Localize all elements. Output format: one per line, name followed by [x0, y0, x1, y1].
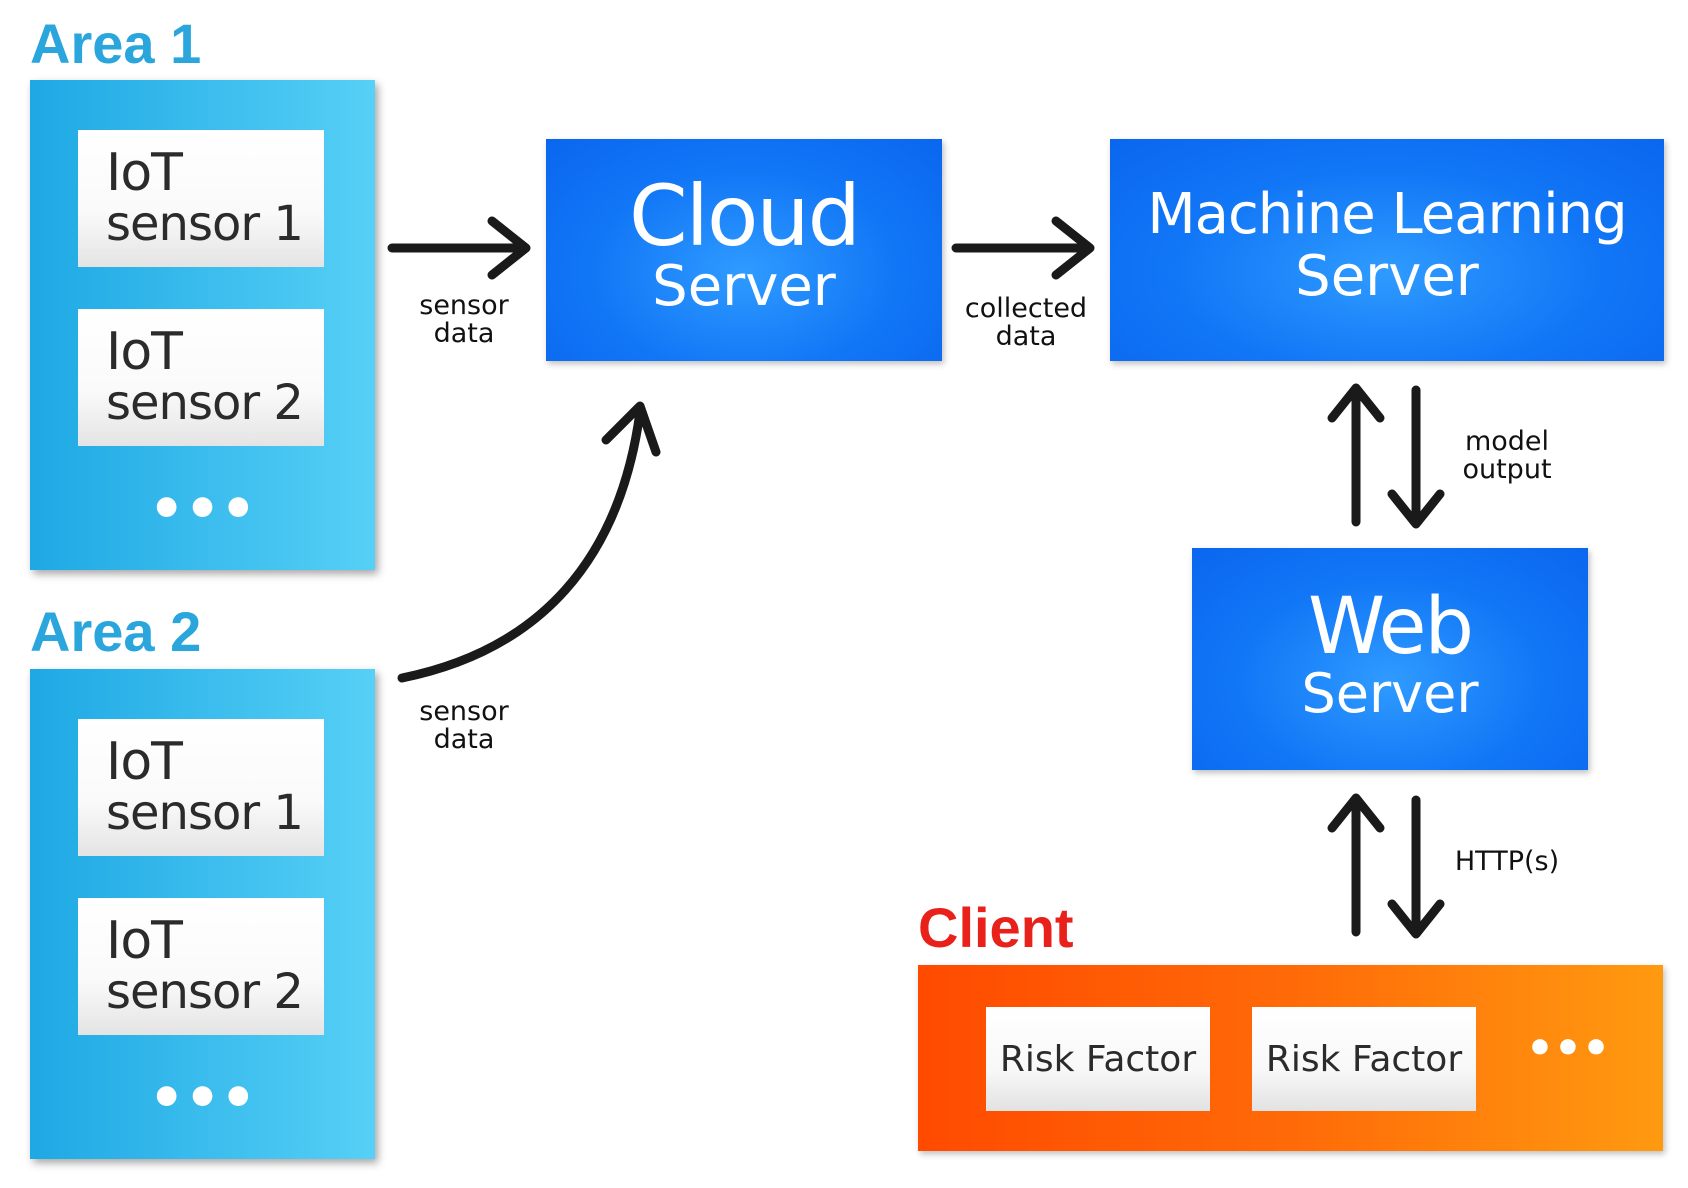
ml-server-subtitle: Server [1295, 244, 1479, 309]
edge-label-area1-cloud: sensor data [414, 292, 514, 348]
client-panel: Risk Factor Risk Factor ••• [918, 965, 1663, 1151]
sensor-label: sensor 2 [106, 375, 304, 432]
web-server-subtitle: Server [1301, 661, 1479, 725]
sensor-name: IoT [106, 732, 183, 793]
cloud-server-title: Cloud [629, 166, 861, 265]
sensor-name: IoT [106, 322, 183, 383]
edge-label-area2-cloud: sensor data [414, 698, 514, 754]
edge-label-web-client: HTTP(s) [1450, 848, 1564, 876]
arrow-ml-to-web-down [1387, 385, 1445, 529]
edge-label-line: data [433, 724, 495, 755]
area-1-sensor-1: IoT sensor 1 [78, 130, 324, 267]
client-title: Client [918, 896, 1074, 959]
edge-label-line: data [995, 321, 1057, 352]
risk-factor-card-1: Risk Factor [986, 1007, 1210, 1111]
area-1-panel: IoT sensor 1 IoT sensor 2 ••• [30, 80, 375, 570]
edge-label-line: model [1464, 426, 1550, 457]
sensor-label: sensor 1 [106, 785, 304, 842]
area-2-more-ellipsis: ••• [148, 1066, 257, 1131]
area-2-title: Area 2 [30, 600, 202, 663]
cloud-server-box: Cloud Server [546, 139, 942, 361]
arrow-web-to-ml-up [1327, 383, 1385, 527]
cloud-server-subtitle: Server [652, 253, 836, 319]
area-2-sensor-2: IoT sensor 2 [78, 898, 324, 1035]
arrow-client-to-web-up [1327, 793, 1385, 937]
ml-server-title: Machine Learning [1147, 182, 1627, 248]
edge-label-line: data [433, 318, 495, 349]
arrow-area2-to-cloud [397, 401, 661, 683]
arrow-cloud-to-ml [951, 216, 1095, 280]
area-1-more-ellipsis: ••• [148, 477, 257, 542]
edge-label-cloud-ml: collected data [956, 295, 1096, 351]
arrow-web-to-client-down [1387, 795, 1445, 939]
area-1-title: Area 1 [30, 12, 202, 75]
edge-label-line: sensor [419, 290, 509, 321]
client-more-ellipsis: ••• [1525, 1023, 1611, 1074]
sensor-label: sensor 1 [106, 196, 304, 253]
edge-label-ml-web: model output [1450, 428, 1564, 484]
sensor-label: sensor 2 [106, 964, 304, 1021]
web-server-title: Web [1307, 581, 1474, 672]
edge-label-line: HTTP(s) [1454, 846, 1560, 877]
edge-label-line: collected [964, 293, 1088, 324]
ml-server-box: Machine Learning Server [1110, 139, 1664, 361]
risk-factor-card-2: Risk Factor [1252, 1007, 1476, 1111]
web-server-box: Web Server [1192, 548, 1588, 770]
area-2-panel: IoT sensor 1 IoT sensor 2 ••• [30, 669, 375, 1159]
edge-label-line: output [1462, 454, 1552, 485]
arrow-area1-to-cloud [387, 216, 531, 280]
edge-label-line: sensor [419, 696, 509, 727]
area-1-sensor-2: IoT sensor 2 [78, 309, 324, 446]
area-2-sensor-1: IoT sensor 1 [78, 719, 324, 856]
sensor-name: IoT [106, 911, 183, 972]
sensor-name: IoT [106, 143, 183, 204]
